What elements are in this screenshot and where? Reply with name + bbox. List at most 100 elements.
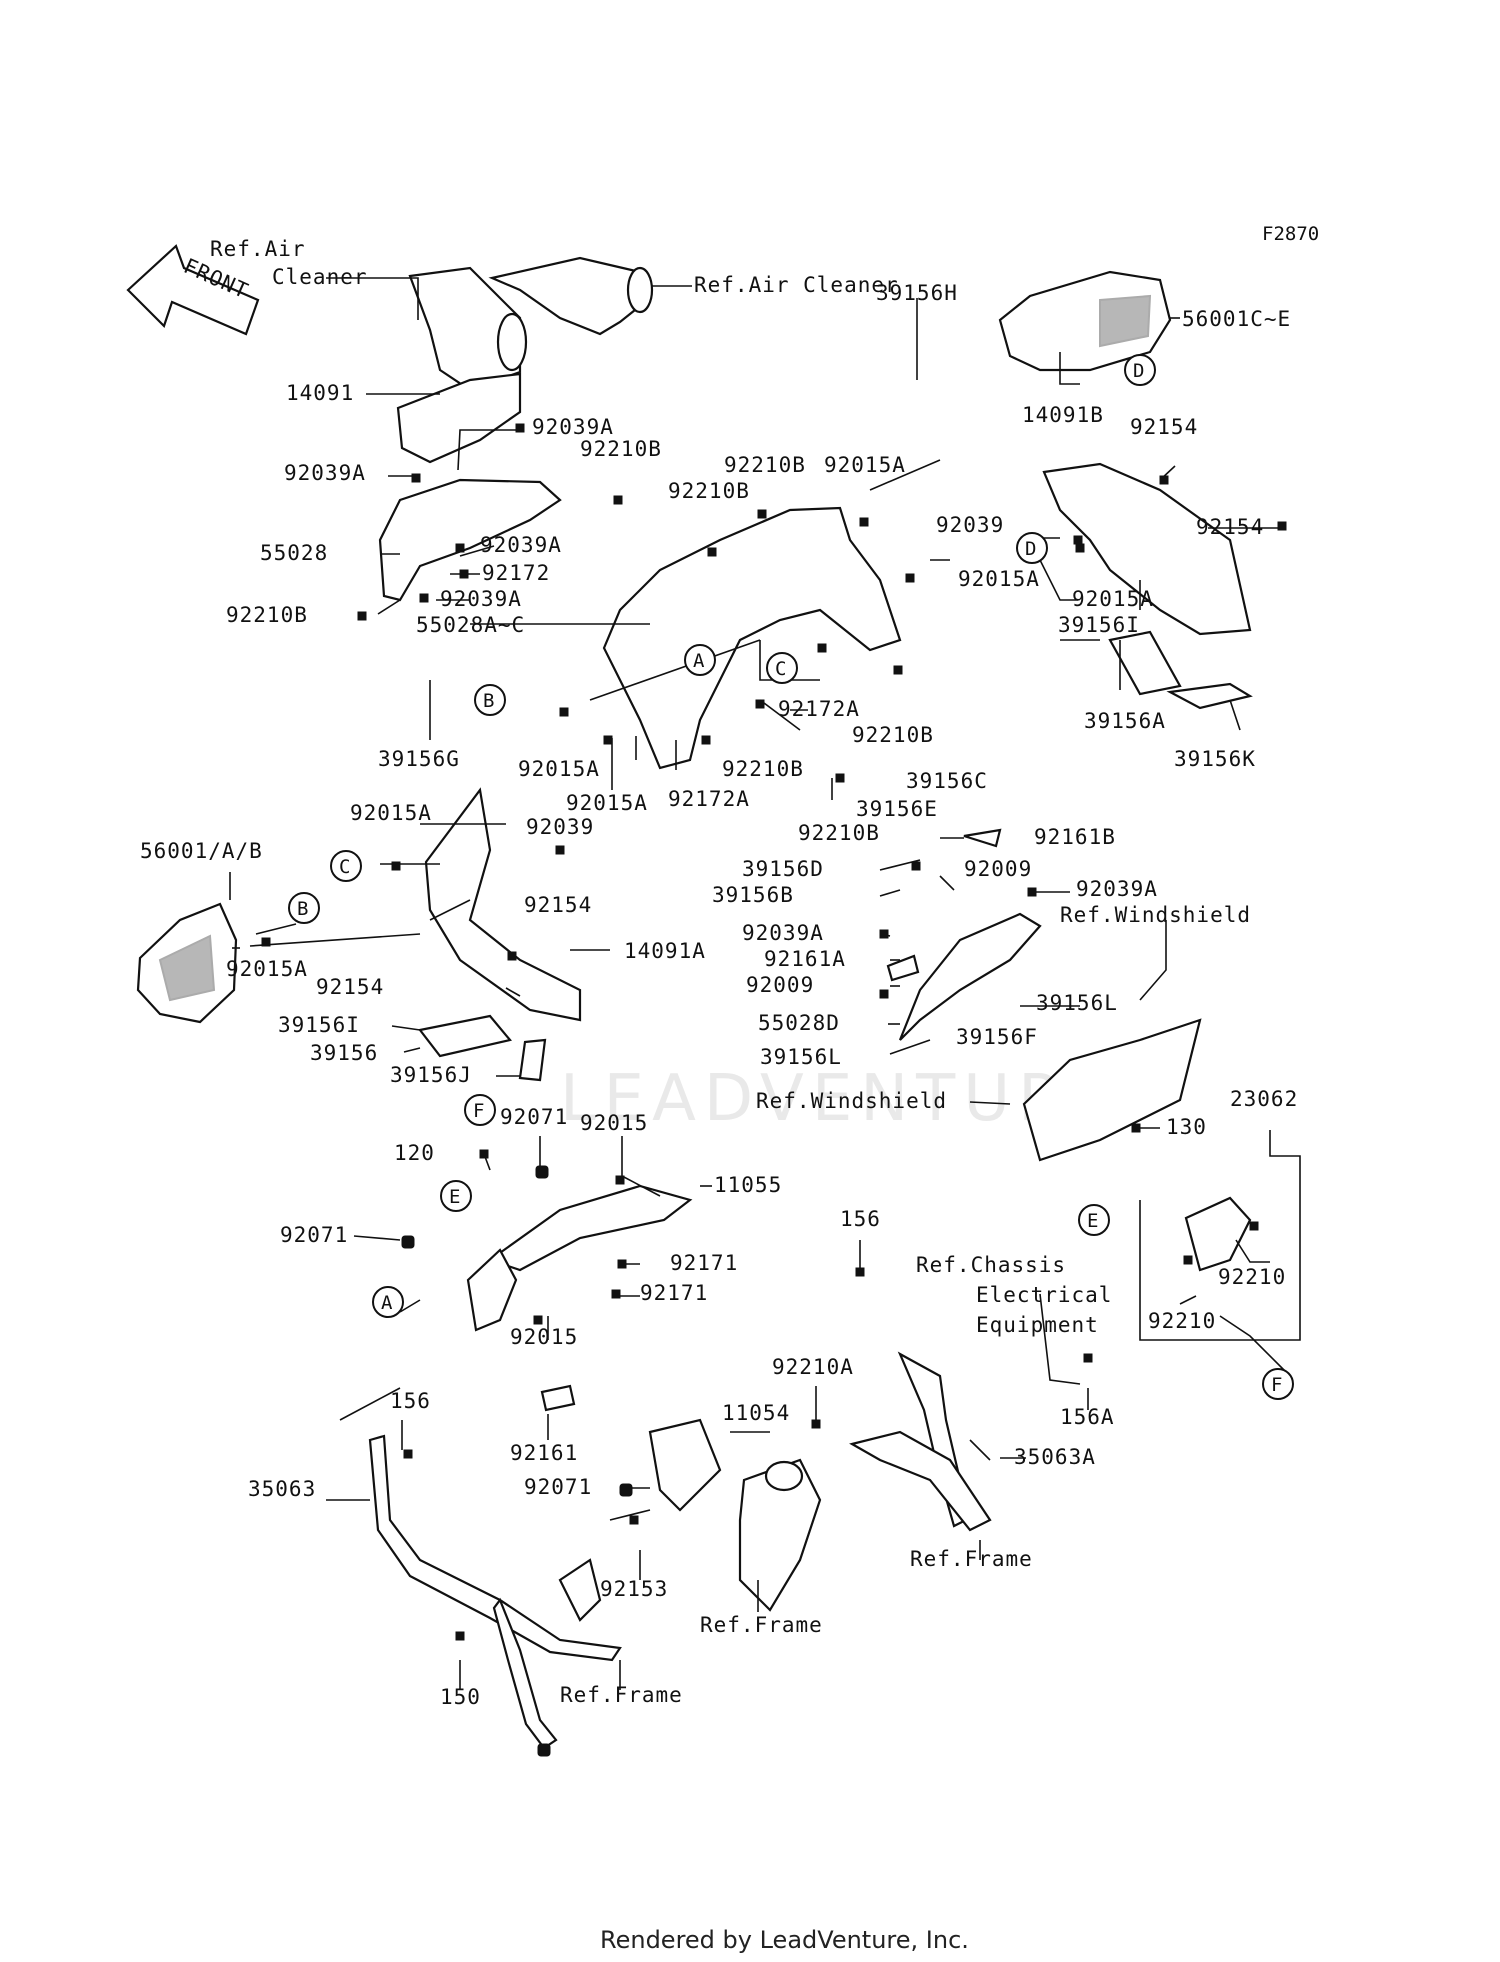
ref-chassis-1: Ref.Chassis [916, 1253, 1066, 1277]
part-23062: 23062 [1230, 1087, 1298, 1111]
part-11054: 11054 [722, 1401, 790, 1425]
part-39156a: 39156A [1084, 709, 1166, 733]
svg-text:E: E [449, 1186, 460, 1208]
part-92039-2: 92039 [526, 815, 594, 839]
part-55028d: 55028D [758, 1011, 840, 1035]
callout-f-2: F [1262, 1368, 1294, 1400]
pad-39156 [418, 1014, 512, 1058]
part-39156l-2: 39156L [760, 1045, 842, 1069]
part-92009-1: 92009 [964, 857, 1032, 881]
part-92039a-2: 92039A [284, 461, 366, 485]
callout-e-2: E [1078, 1204, 1110, 1236]
ref-air-cleaner-left-2: Cleaner [272, 265, 368, 289]
ref-air-cleaner-right: Ref.Air Cleaner [694, 273, 899, 297]
part-35063a: 35063A [1014, 1445, 1096, 1469]
part-39156g: 39156G [378, 747, 460, 771]
part-92039: 92039 [936, 513, 1004, 537]
mirror-right [998, 270, 1172, 372]
watermark: LEADVENTURE [560, 1062, 1119, 1136]
svg-text:C: C [339, 856, 350, 878]
inner-cover-14091b [1042, 462, 1252, 636]
figure-id: F2870 [1262, 223, 1319, 245]
main-cowling-55028a-c [602, 506, 902, 770]
part-92154-2: 92154 [1196, 515, 1264, 539]
part-55028: 55028 [260, 541, 328, 565]
callout-c-1: C [766, 652, 798, 684]
part-156-1: 156 [840, 1207, 881, 1231]
callout-e-1: E [440, 1180, 472, 1212]
part-55028a-c: 55028A~C [416, 613, 525, 637]
svg-text:F: F [473, 1100, 484, 1122]
callout-d-2: D [1016, 532, 1048, 564]
ref-frame-2: Ref.Frame [700, 1613, 823, 1637]
part-39156e: 39156E [856, 797, 938, 821]
part-14091a: 14091A [624, 939, 706, 963]
part-92210b-7: 92210B [798, 821, 880, 845]
svg-text:E: E [1087, 1210, 1098, 1232]
fairing-55028 [378, 478, 562, 602]
strip-39156k [1166, 682, 1253, 710]
callout-c-2: C [330, 850, 362, 882]
part-92009-2: 92009 [746, 973, 814, 997]
part-92210b-2: 92210B [724, 453, 806, 477]
piece-39156j [518, 1038, 547, 1082]
part-120: 120 [394, 1141, 435, 1165]
part-39156: 39156 [310, 1041, 378, 1065]
part-150: 150 [440, 1685, 481, 1709]
part-92015a-2: 92015A [958, 567, 1040, 591]
footer-credit: Rendered by LeadVenture, Inc. [600, 1926, 969, 1954]
part-labels: Ref.Air Cleaner Ref.Air Cleaner 56001C~E… [140, 237, 1298, 1709]
part-56001c-e: 56001C~E [1182, 307, 1291, 331]
ref-windshield-2: Ref.Windshield [756, 1089, 947, 1113]
bracket-lower-right [558, 1558, 602, 1622]
part-92154-3: 92154 [524, 893, 592, 917]
part-92171-1: 92171 [670, 1251, 738, 1275]
part-39156f: 39156F [956, 1025, 1038, 1049]
frame-right-curve [849, 1430, 992, 1532]
part-92015-1: 92015 [580, 1111, 648, 1135]
part-92210-2: 92210 [1148, 1309, 1216, 1333]
part-92039a-5: 92039A [1076, 877, 1158, 901]
part-130: 130 [1166, 1115, 1207, 1139]
ref-frame-1: Ref.Frame [910, 1547, 1033, 1571]
part-92171-2: 92171 [640, 1281, 708, 1305]
callout-a-2: A [372, 1286, 404, 1318]
inner-cover-14091 [396, 372, 522, 464]
part-35063: 35063 [248, 1477, 316, 1501]
part-92039a-6: 92039A [742, 921, 824, 945]
part-14091: 14091 [286, 381, 354, 405]
part-11055: 11055 [714, 1173, 782, 1197]
part-92071-1: 92071 [500, 1105, 568, 1129]
part-92210b-4: 92210B [226, 603, 308, 627]
part-92015a-7: 92015A [226, 957, 308, 981]
part-92015a-4: 92015A [518, 757, 600, 781]
part-92172a-1: 92172A [778, 697, 860, 721]
part-156a: 156A [1060, 1405, 1115, 1429]
svg-text:A: A [381, 1292, 393, 1314]
part-92015a-5: 92015A [566, 791, 648, 815]
part-156-2: 156 [390, 1389, 431, 1413]
svg-text:F: F [1271, 1374, 1282, 1396]
part-92071-3: 92071 [524, 1475, 592, 1499]
part-92015a-6: 92015A [350, 801, 432, 825]
pad-39156a [1108, 630, 1182, 696]
ref-chassis-3: Equipment [976, 1313, 1099, 1337]
block-92161 [540, 1384, 576, 1412]
leader-lines [229, 277, 1301, 1690]
part-92154-4: 92154 [316, 975, 384, 999]
stay-11055 [487, 1184, 693, 1272]
part-92015-2: 92015 [510, 1325, 578, 1349]
svg-text:A: A [693, 650, 705, 672]
frame-35063 [368, 1434, 622, 1662]
air-duct-right [488, 256, 654, 336]
part-92153: 92153 [600, 1577, 668, 1601]
callout-a-1: A [684, 644, 716, 676]
part-39156j: 39156J [390, 1063, 472, 1087]
svg-text:B: B [297, 898, 308, 920]
stay-11054 [648, 1418, 722, 1512]
part-92161a: 92161A [764, 947, 846, 971]
bracket-left-a [466, 1248, 518, 1332]
part-92071-2: 92071 [280, 1223, 348, 1247]
callout-f-1: F [464, 1094, 496, 1126]
part-92210b-5: 92210B [852, 723, 934, 747]
